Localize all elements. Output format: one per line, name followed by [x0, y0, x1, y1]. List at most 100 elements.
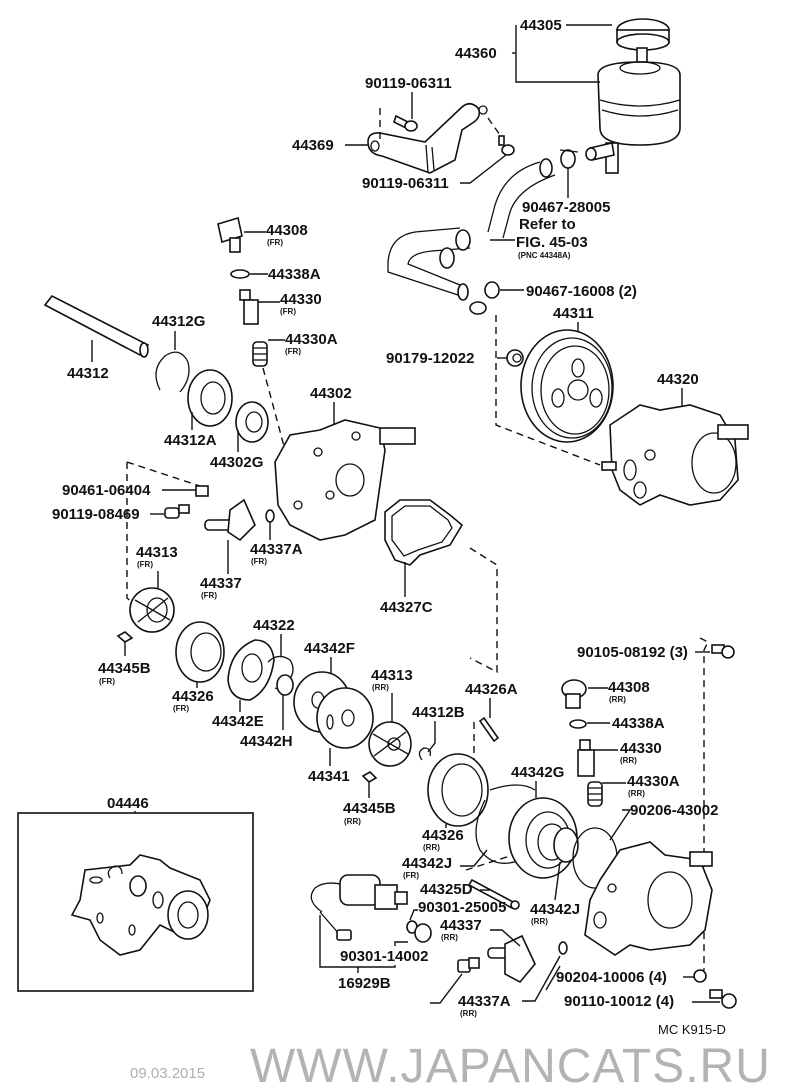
part-label-44345b-rr: 44345B — [343, 800, 396, 817]
part-label-90119-06311-top: 90119-06311 — [365, 75, 452, 92]
bolt-icon — [393, 114, 418, 132]
vane-icon — [361, 771, 378, 783]
shaft-drawing — [43, 294, 150, 358]
union-bolt-icon — [217, 216, 243, 253]
part-label-44308-rr: 44308 — [608, 679, 650, 696]
qualifier-44330-fr: (FR) — [280, 307, 296, 316]
part-label-44342j-fr: 44342J — [402, 855, 452, 872]
part-label-44337-fr: 44337 — [200, 575, 242, 592]
flow-fitting-fr-drawing — [204, 498, 256, 542]
oil-seal-icon — [235, 401, 269, 443]
watermark-date: 09.03.2015 — [130, 1065, 205, 1082]
pin-icon — [467, 878, 520, 910]
o-ring-icon — [475, 784, 536, 864]
refer-note-line3: (PNC 44348A) — [518, 251, 571, 260]
spring-icon — [252, 341, 268, 367]
repair-kit-drawing — [70, 854, 211, 956]
bolt-icon — [164, 504, 190, 519]
hose-drawing — [387, 158, 556, 301]
part-label-44337-rr: 44337 — [440, 917, 482, 934]
part-label-44342e: 44342E — [212, 713, 264, 730]
rotor-fr-drawing — [129, 587, 175, 633]
part-label-90301-25005: 90301-25005 — [418, 899, 506, 916]
spring-icon — [587, 781, 603, 807]
part-label-90119-08469: 90119-08469 — [52, 506, 140, 523]
part-label-90110-10012: 90110-10012 (4) — [564, 993, 674, 1010]
qualifier-44337-rr: (RR) — [441, 933, 458, 942]
part-label-90461-06404: 90461-06404 — [62, 482, 151, 499]
qualifier-44342j-rr: (RR) — [531, 917, 548, 926]
qualifier-44326-rr: (RR) — [423, 843, 440, 852]
cam-ring-fr-drawing — [175, 621, 225, 683]
part-label-44326-rr: 44326 — [422, 827, 464, 844]
watermark: WWW.JAPANCATS.RU — [250, 1040, 771, 1092]
cam-ring-rr-drawing — [427, 753, 489, 827]
part-label-44312: 44312 — [67, 365, 109, 382]
qualifier-44345b-fr: (FR) — [99, 677, 115, 686]
part-label-44308-fr: 44308 — [266, 222, 308, 239]
hose-clamp-drawing — [559, 149, 579, 169]
pump-assembly-drawing — [601, 404, 749, 506]
bearing-icon — [187, 369, 233, 427]
part-label-44330-rr: 44330 — [620, 740, 662, 757]
part-label-90467-28005: 90467-28005 — [522, 199, 610, 216]
part-label-44305: 44305 — [520, 17, 562, 34]
part-label-44312b: 44312B — [412, 704, 465, 721]
part-label-44341: 44341 — [308, 768, 350, 785]
bolt-icon — [457, 957, 480, 973]
qualifier-44330a-fr: (FR) — [285, 347, 301, 356]
front-housing-drawing — [274, 419, 416, 541]
pin-icon — [478, 716, 500, 743]
qualifier-44330-rr: (RR) — [620, 756, 637, 765]
part-label-44342g: 44342G — [511, 764, 564, 781]
part-label-44302: 44302 — [310, 385, 352, 402]
pulley-drawing — [520, 329, 614, 443]
part-label-44330a-fr: 44330A — [285, 331, 338, 348]
kit-inset-box — [17, 812, 254, 992]
part-label-44320: 44320 — [657, 371, 699, 388]
qualifier-44345b-rr: (RR) — [344, 817, 361, 826]
part-label-90105-08192: 90105-08192 (3) — [577, 644, 688, 661]
part-label-90301-14002: 90301-14002 — [340, 948, 428, 965]
part-label-44337a-rr: 44337A — [458, 993, 511, 1010]
part-label-44337a-fr: 44337A — [250, 541, 303, 558]
gasket-drawing — [384, 499, 464, 566]
refer-note-line1: Refer to — [519, 216, 576, 233]
flow-fitting-rr-drawing — [487, 934, 536, 984]
part-label-16929b: 16929B — [338, 975, 391, 992]
part-label-90204-10006: 90204-10006 (4) — [556, 969, 667, 986]
part-label-90179-12022: 90179-12022 — [386, 350, 474, 367]
valve-icon — [577, 739, 595, 777]
part-label-44330-fr: 44330 — [280, 291, 322, 308]
qualifier-44313-fr: (FR) — [137, 560, 153, 569]
part-label-44313-fr: 44313 — [136, 544, 178, 561]
part-label-44360: 44360 — [455, 45, 497, 62]
part-label-04446: 04446 — [107, 795, 149, 812]
snap-ring-icon — [155, 351, 190, 393]
qualifier-44308-rr: (RR) — [609, 695, 626, 704]
figure-code: MC K915-D — [658, 1022, 726, 1037]
part-label-90467-16008: 90467-16008 (2) — [526, 283, 637, 300]
rotor-rr-drawing — [368, 721, 412, 767]
part-label-44302g: 44302G — [210, 454, 263, 471]
bolt-icon — [498, 135, 515, 156]
bolt-icon — [709, 989, 737, 1009]
nut-icon — [506, 349, 524, 367]
part-label-44325d: 44325D — [420, 881, 473, 898]
part-label-44322: 44322 — [253, 617, 295, 634]
qualifier-44342j-fr: (FR) — [403, 871, 419, 880]
part-label-44330a-rr: 44330A — [627, 773, 680, 790]
refer-note-line2: FIG. 45-03 — [516, 234, 588, 251]
washer-icon — [693, 969, 707, 983]
qualifier-44326-fr: (FR) — [173, 704, 189, 713]
part-label-44326a: 44326A — [465, 681, 518, 698]
qualifier-44308-fr: (FR) — [267, 238, 283, 247]
bracket-drawing — [367, 102, 488, 174]
part-label-44338a-rr: 44338A — [612, 715, 665, 732]
part-label-44312a: 44312A — [164, 432, 217, 449]
part-label-44338a-fr: 44338A — [268, 266, 321, 283]
vane-icon — [116, 631, 134, 643]
rear-housing-drawing — [572, 827, 713, 956]
part-label-44342f: 44342F — [304, 640, 355, 657]
